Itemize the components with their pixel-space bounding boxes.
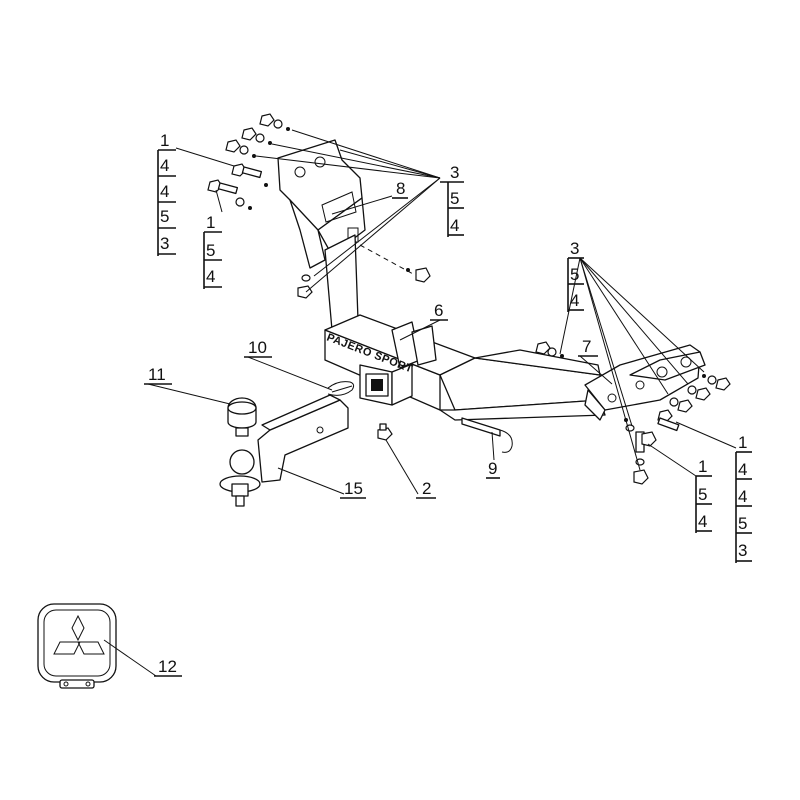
callout-label: 4 <box>738 487 747 506</box>
pin-clip <box>327 381 355 396</box>
callout-7: 7 <box>578 337 598 357</box>
callout-6: 6 <box>430 301 448 321</box>
callout-label: 3 <box>570 239 579 258</box>
callout-label: 1 <box>206 213 215 232</box>
leader-lines <box>103 129 737 677</box>
callout-right-side-stack: 1 4 4 5 3 <box>735 433 752 563</box>
left-mounting-bracket <box>277 139 366 269</box>
ball-cover-cap <box>227 397 257 437</box>
callout-15: 15 <box>340 479 366 499</box>
callout-label: 2 <box>422 479 431 498</box>
three-diamond-emblem-icon <box>53 614 105 655</box>
crossbar-beam: PAJERO SPORT <box>324 234 606 421</box>
callout-label: 5 <box>570 265 579 284</box>
callout-label: 3 <box>738 541 747 560</box>
small-bolt <box>377 423 393 441</box>
callout-right-top-stack: 3 5 4 <box>567 239 584 312</box>
right-mounting-bracket <box>584 344 706 421</box>
callout-label: 10 <box>248 338 267 357</box>
callout-9: 9 <box>486 459 500 479</box>
hitch-receiver-cover <box>37 603 117 689</box>
callout-label: 6 <box>434 301 443 320</box>
callout-label: 5 <box>698 485 707 504</box>
callout-8: 8 <box>392 179 408 199</box>
callout-label: 8 <box>396 179 405 198</box>
callout-left-bracket-stack: 1 4 4 5 3 <box>157 131 176 256</box>
callout-right-mid-stack: 1 5 4 <box>695 457 712 533</box>
callout-label: 5 <box>206 241 215 260</box>
callout-label: 4 <box>450 216 459 235</box>
callout-label: 12 <box>158 657 177 676</box>
callout-label: 9 <box>488 459 497 478</box>
callout-label: 4 <box>570 291 579 310</box>
callout-label: 4 <box>698 512 707 531</box>
callout-label: 3 <box>450 163 459 182</box>
callout-label: 4 <box>160 156 169 175</box>
callout-label: 1 <box>738 433 747 452</box>
right-fasteners <box>535 341 731 485</box>
callout-label: 3 <box>160 234 169 253</box>
callout-label: 4 <box>160 182 169 201</box>
callout-left-bolt-stack: 1 5 4 <box>203 213 222 289</box>
callout-2: 2 <box>416 479 436 499</box>
callout-label: 1 <box>698 457 707 476</box>
callout-label: 1 <box>160 131 169 150</box>
callout-label: 5 <box>160 207 169 226</box>
callout-12: 12 <box>154 657 182 677</box>
left-fasteners <box>207 113 431 299</box>
callout-10: 10 <box>244 338 272 358</box>
callout-label: 5 <box>738 514 747 533</box>
callout-label: 5 <box>450 189 459 208</box>
callout-label: 11 <box>148 365 166 384</box>
callout-label: 4 <box>738 460 747 479</box>
callout-label: 15 <box>344 479 363 498</box>
hitch-pin <box>461 417 513 453</box>
callout-label: 7 <box>582 337 591 356</box>
callout-label: 4 <box>206 267 215 286</box>
callout-top-fastener-stack: 3 5 4 <box>440 163 464 237</box>
callout-11: 11 <box>144 365 172 385</box>
